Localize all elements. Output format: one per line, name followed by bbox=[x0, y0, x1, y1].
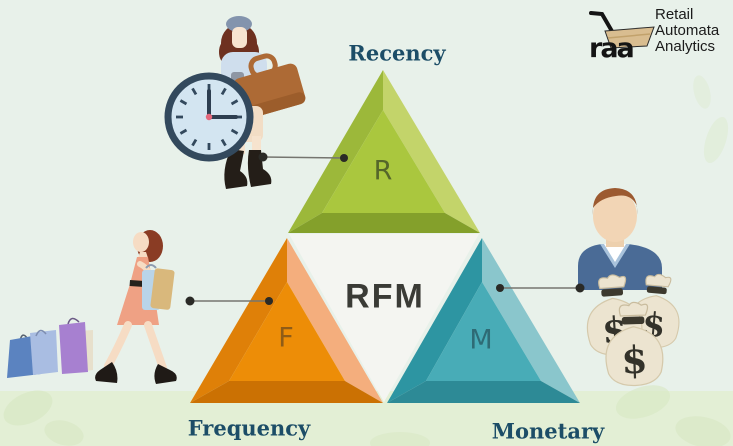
monetary-label: Monetary bbox=[491, 418, 605, 444]
rfm-center-label: RFM bbox=[345, 277, 425, 316]
connector-lines bbox=[185, 152, 585, 306]
face bbox=[133, 232, 149, 252]
cart-logo-text: raa bbox=[589, 33, 634, 64]
businessman-illustration bbox=[578, 188, 662, 290]
svg-text:$: $ bbox=[621, 338, 649, 383]
recency-triangle bbox=[288, 70, 480, 233]
frequency-label: Frequency bbox=[187, 415, 311, 441]
money-bags-icon: $ $ $ bbox=[586, 273, 680, 387]
brand-line-3: Analytics bbox=[655, 38, 716, 55]
brand-line-1: Retail bbox=[655, 6, 694, 23]
frequency-letter: F bbox=[278, 322, 294, 354]
brand-logo-text: Retail Automata Analytics bbox=[655, 7, 719, 55]
monetary-triangle bbox=[387, 238, 580, 403]
boot bbox=[247, 150, 272, 187]
frequency-triangle bbox=[190, 238, 383, 403]
shopping-bags-icon bbox=[7, 317, 93, 378]
heel-shoe bbox=[154, 364, 177, 384]
boot bbox=[224, 149, 248, 189]
carried-bag bbox=[150, 268, 175, 310]
recency-letter: R bbox=[373, 155, 393, 187]
monetary-letter: M bbox=[469, 324, 493, 356]
sweater bbox=[578, 244, 662, 290]
cart-logo-icon: raa bbox=[589, 11, 655, 64]
brand-line-2: Automata bbox=[655, 22, 720, 39]
woman-with-briefcase-illustration bbox=[219, 16, 306, 189]
recency-label: Recency bbox=[348, 40, 446, 66]
shopper-woman-illustration bbox=[95, 230, 177, 384]
clock-icon bbox=[164, 72, 254, 162]
hair bbox=[592, 188, 638, 215]
rfm-pyramid bbox=[190, 70, 580, 403]
rfm-center-triangle bbox=[289, 234, 479, 402]
face bbox=[232, 27, 247, 48]
heel-shoe bbox=[95, 362, 118, 383]
beret bbox=[226, 16, 252, 32]
face bbox=[593, 190, 637, 242]
